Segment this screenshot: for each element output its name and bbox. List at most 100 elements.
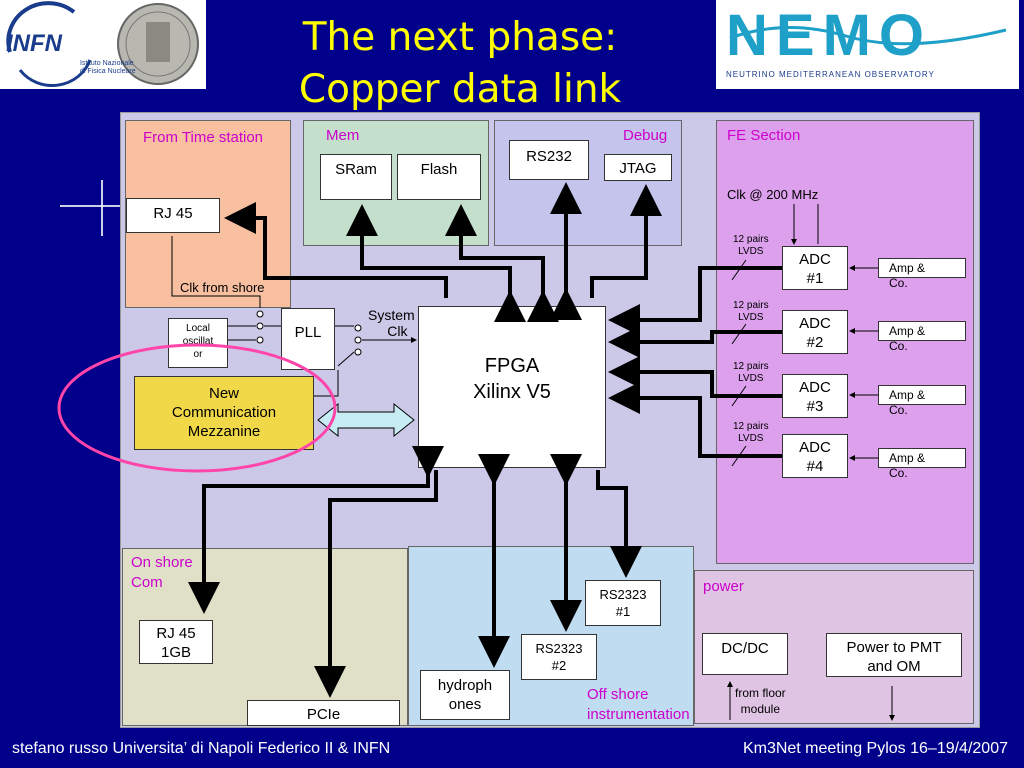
switch-node-2 xyxy=(256,322,264,330)
nemo-logo: NEMO NEUTRINO MEDITERRANEAN OBSERVATORY xyxy=(716,0,1019,89)
power-pmt-line2: and OM xyxy=(867,658,921,675)
power-label: power xyxy=(703,578,744,595)
adc-4-line1: ADC xyxy=(799,439,831,456)
infn-subtitle: Istituto Nazionale di Fisica Nucleare xyxy=(80,60,136,76)
rj45-1gb-block: RJ 45 1GB xyxy=(139,620,213,664)
onshore-label: On shore Com xyxy=(131,553,193,593)
power-pmt-block: Power to PMT and OM xyxy=(826,633,962,677)
pll-block: PLL xyxy=(281,308,335,370)
lvds-label-1: 12 pairs LVDS xyxy=(733,234,769,258)
lvds-2-line2: LVDS xyxy=(738,312,764,323)
onshore-label-line2: Com xyxy=(131,574,163,591)
hydrophones-line1: hydroph xyxy=(437,677,493,694)
hydrophones-line2: ones xyxy=(448,696,482,713)
link-adc3-fpga xyxy=(608,356,782,398)
lvds-3-line1: 12 pairs xyxy=(733,361,769,372)
from-floor-line1: from floor xyxy=(735,686,786,700)
slide-title: The next phase: Copper data link xyxy=(230,12,690,116)
debug-label: Debug xyxy=(623,127,668,144)
lvds-label-2: 12 pairs LVDS xyxy=(733,300,769,324)
pll-switch-node-2 xyxy=(354,336,362,344)
lvds-slash-2 xyxy=(731,323,747,345)
adc-1-line1: ADC xyxy=(799,251,831,268)
link-fpga-sram xyxy=(346,204,526,322)
mezzanine-clk-line xyxy=(314,370,339,397)
dcdc-block: DC/DC xyxy=(702,633,788,675)
title-line-1: The next phase: xyxy=(302,15,618,60)
lvds-slash-4 xyxy=(731,445,747,467)
amp-4-line2: Co. xyxy=(889,466,908,480)
amp-3-line2: Co. xyxy=(889,403,908,417)
amp-4-line1: Amp & xyxy=(889,451,926,465)
sram-block: SRam xyxy=(320,154,392,200)
lvds-1-line1: 12 pairs xyxy=(733,234,769,245)
rs232-block: RS232 xyxy=(509,140,589,180)
mem-label: Mem xyxy=(326,127,360,144)
local-osc-line1: Local xyxy=(186,323,210,334)
offshore-label: Off shore instrumentation xyxy=(587,685,690,725)
fpga-block: FPGA Xilinx V5 xyxy=(418,306,606,468)
adc-4-line2: #4 xyxy=(806,458,824,475)
hydrophones-block: hydroph ones xyxy=(420,670,510,720)
amp-2-line1: Amp & xyxy=(889,324,926,338)
lvds-label-4: 12 pairs LVDS xyxy=(733,421,769,445)
from-floor-label: from floor module xyxy=(735,685,786,717)
offshore-label-line1: Off shore xyxy=(587,686,649,703)
mezzanine-highlight-ellipse xyxy=(57,343,337,473)
adc-3-line1: ADC xyxy=(799,379,831,396)
nemo-subtitle: NEUTRINO MEDITERRANEAN OBSERVATORY xyxy=(726,70,935,79)
fpga-line1: FPGA xyxy=(484,355,540,377)
adc-3-block: ADC #3 xyxy=(782,374,848,418)
amp-3-block: Amp & Co. xyxy=(878,385,966,417)
adc-4-block: ADC #4 xyxy=(782,434,848,478)
lvds-slash-3 xyxy=(731,385,747,407)
infn-subtitle-2: di Fisica Nucleare xyxy=(80,68,136,75)
adc-1-line2: #1 xyxy=(806,270,824,287)
adc-2-line1: ADC xyxy=(799,315,831,332)
time-station-label: From Time station xyxy=(143,129,264,146)
link-fpga-pcie xyxy=(314,470,438,698)
rs2323-2-line1: RS2323 xyxy=(535,641,583,656)
link-fpga-rj45-1gb xyxy=(188,446,444,614)
offshore-label-line2: instrumentation xyxy=(587,706,690,723)
amp-1-block: Amp & Co. xyxy=(878,258,966,290)
rs2323-1-line2: #1 xyxy=(615,604,631,619)
system-clk-line2: Clk xyxy=(387,323,408,339)
lvds-4-line2: LVDS xyxy=(738,433,764,444)
lvds-1-line2: LVDS xyxy=(738,246,764,257)
lvds-label-3: 12 pairs LVDS xyxy=(733,361,769,385)
amp-2-block: Amp & Co. xyxy=(878,321,966,353)
rs2323-2-line2: #2 xyxy=(551,658,567,673)
mezzanine-line3: Mezzanine xyxy=(187,423,261,440)
rs2323-1-line1: RS2323 xyxy=(599,587,647,602)
clk-from-shore-label: Clk from shore xyxy=(180,280,265,295)
title-line-2: Copper data link xyxy=(298,67,622,112)
link-fpga-rj45 xyxy=(224,202,448,298)
clk-200mhz-label: Clk @ 200 MHz xyxy=(727,187,819,202)
adc-2-line2: #2 xyxy=(806,334,824,351)
switch-node-1 xyxy=(256,310,264,318)
fpga-line2: Xilinx V5 xyxy=(473,381,551,403)
link-fpga-flash xyxy=(445,204,559,322)
nemo-logo-text: NEMO xyxy=(726,3,932,68)
switch-node-3 xyxy=(256,336,264,344)
pll-switch-node-1 xyxy=(354,324,362,332)
mezzanine-line2: Communication xyxy=(171,404,277,421)
lvds-2-line1: 12 pairs xyxy=(733,300,769,311)
rj45-time-block: RJ 45 xyxy=(126,198,220,233)
amp-1-line1: Amp & xyxy=(889,261,926,275)
rj45-1gb-line1: RJ 45 xyxy=(156,625,196,642)
pcie-block: PCIe xyxy=(247,700,400,726)
onshore-label-line1: On shore xyxy=(131,554,193,571)
pll-switch-node-3 xyxy=(354,348,362,356)
amp-1-line2: Co. xyxy=(889,276,908,290)
link-fpga-rs2323-1 xyxy=(596,470,642,578)
clk-from-shore-line xyxy=(171,236,261,308)
local-osc-line3: or xyxy=(193,349,203,360)
fe-section-label: FE Section xyxy=(727,127,801,144)
infn-logo: INFN Istituto Nazionale di Fisica Nuclea… xyxy=(0,0,206,89)
footer-author: stefano russo Universita’ di Napoli Fede… xyxy=(12,740,391,757)
infn-subtitle-1: Istituto Nazionale xyxy=(80,60,134,67)
infn-logo-graphic xyxy=(6,1,199,87)
